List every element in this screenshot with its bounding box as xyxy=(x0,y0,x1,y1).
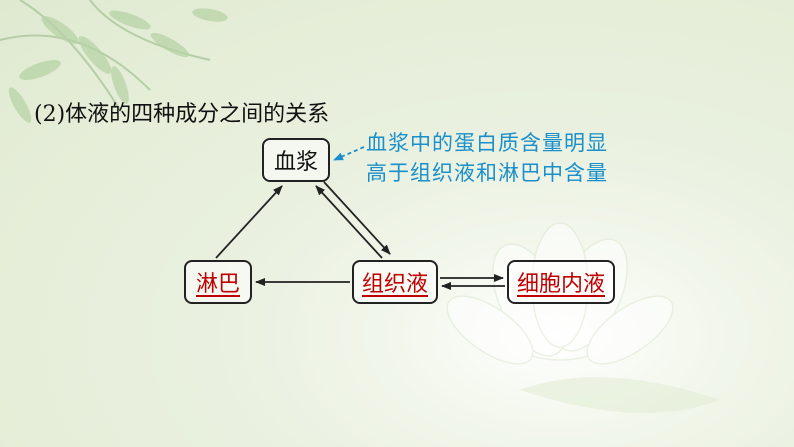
node-intracellular-fluid-label: 细胞内液 xyxy=(516,272,605,297)
node-lymph-label: 淋巴 xyxy=(195,272,240,297)
note-line-2: 高于组织液和淋巴中含量 xyxy=(366,161,608,185)
arrow-plasma-to-tissue xyxy=(323,181,391,255)
node-intracellular-fluid: 细胞内液 xyxy=(507,260,615,304)
arrow-tissue-to-plasma xyxy=(315,185,383,259)
note-line-1: 血浆中的蛋白质含量明显 xyxy=(366,131,608,155)
node-plasma-label: 血浆 xyxy=(273,150,318,175)
section-title: (2)体液的四种成分之间的关系 xyxy=(34,102,330,127)
node-plasma: 血浆 xyxy=(262,138,330,182)
node-lymph: 淋巴 xyxy=(184,260,252,304)
node-tissue-fluid-label: 组织液 xyxy=(361,272,428,297)
arrow-lymph-to-plasma xyxy=(215,185,283,259)
node-tissue-fluid: 组织液 xyxy=(352,260,438,304)
note-pointer xyxy=(333,146,365,161)
plasma-protein-note: 血浆中的蛋白质含量明显 高于组织液和淋巴中含量 xyxy=(366,128,608,188)
